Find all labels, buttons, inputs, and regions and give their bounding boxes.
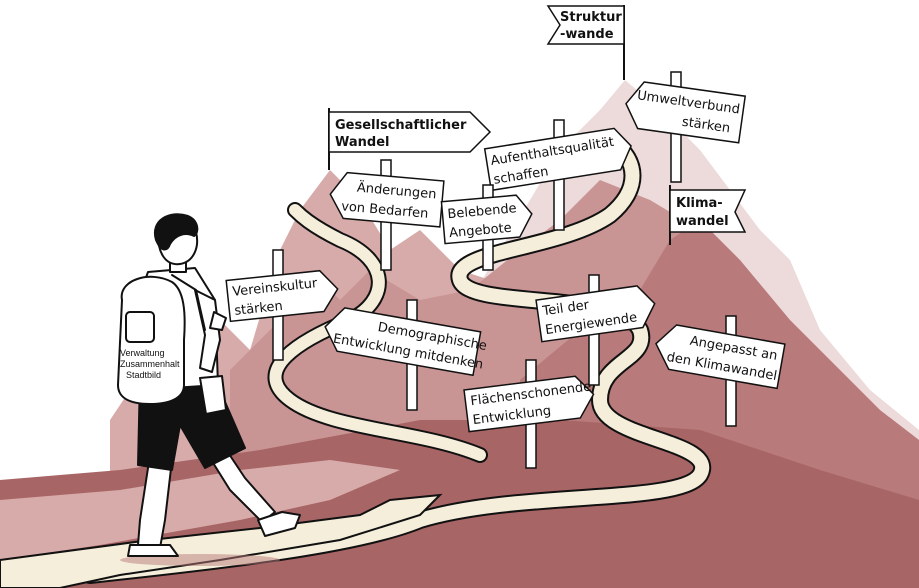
trail-foreground	[0, 493, 443, 588]
backpack-line-2: Zusammenhalt	[120, 359, 180, 369]
sign-vereinskultur-line-2: stärken	[234, 299, 284, 319]
flag-klimawandel-line-2: wandel	[676, 214, 729, 229]
sign-umweltverbund-line-2: stärken	[681, 115, 731, 137]
sign-belebende: Belebende Angebote	[440, 184, 533, 271]
flag-gesellschaftlicher-wandel: Gesellschaftlicher Wandel	[328, 108, 492, 170]
flag-strukturwandel: Struktur -wande	[546, 5, 625, 80]
flag-strukturwandel-line-2: -wande	[560, 27, 614, 42]
flag-gesellschaftlicher-line-1: Gesellschaftlicher	[335, 118, 467, 133]
hiker-illustration: Verwaltung Zusammenhalt Stadtbild	[117, 213, 301, 566]
sign-aenderungen-line-1: Änderungen	[356, 180, 437, 203]
sign-energiewende: Teil der Energiewende	[535, 274, 656, 386]
trail-left	[269, 204, 486, 461]
flag-klimawandel: Klima- wandel	[669, 185, 747, 245]
sign-belebende-line-2: Angebote	[449, 221, 513, 241]
sign-vereinskultur: Vereinskultur stärken	[225, 249, 339, 361]
flag-gesellschaftlicher-line-2: Wandel	[335, 135, 389, 150]
backpack-line-1: Verwaltung	[120, 348, 165, 358]
trail	[83, 133, 710, 582]
sign-flaechenschonende: Flächenschonende Entwicklung	[463, 359, 595, 469]
flag-klimawandel-line-1: Klima-	[676, 196, 723, 211]
sign-umweltverbund: Umweltverbund stärken	[625, 71, 747, 183]
foreground-slope-light	[0, 460, 400, 560]
sign-energiewende-line-1: Teil der	[541, 298, 591, 320]
sign-aenderungen: Änderungen von Bedarfen	[329, 159, 445, 271]
flag-strukturwandel-line-1: Struktur	[560, 10, 622, 25]
backpack-line-3: Stadtbild	[126, 370, 161, 380]
sign-belebende-line-1: Belebende	[447, 201, 517, 222]
